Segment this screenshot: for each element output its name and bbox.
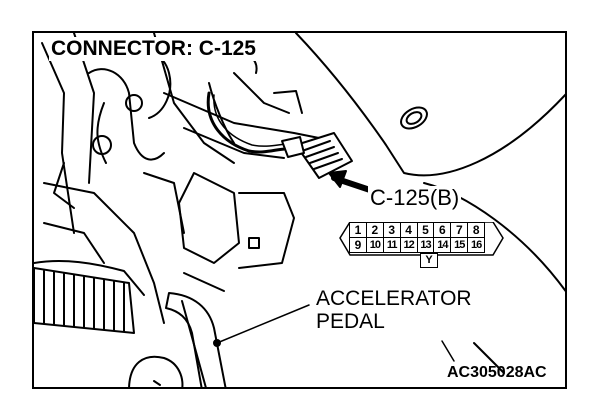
pedal-label-line2: PEDAL: [316, 310, 385, 333]
pin-4: 4: [399, 222, 418, 238]
connector-pin-diagram: 1 2 3 4 5 6 7 8 9 10 11 12 13 14 15 16 Y: [339, 222, 504, 268]
dash-lower-edge: [473, 342, 505, 374]
pin-14: 14: [433, 237, 452, 253]
pin-row-top: 1 2 3 4 5 6 7 8: [349, 222, 504, 238]
diagram-title: CONNECTOR: C-125: [49, 37, 258, 61]
wire-harness: [206, 91, 296, 154]
pin-3: 3: [382, 222, 401, 238]
vehicle-interior-illustration: [34, 33, 565, 387]
pin-11: 11: [382, 237, 401, 253]
pin-12: 12: [399, 237, 418, 253]
pin-7: 7: [450, 222, 469, 238]
pin-1: 1: [349, 222, 367, 238]
pin-16: 16: [467, 237, 486, 253]
dash-outline: [295, 33, 565, 177]
wire-color-y: Y: [420, 253, 438, 268]
pin-8: 8: [467, 222, 486, 238]
pin-10: 10: [365, 237, 384, 253]
pedal-label-line1: ACCELERATOR: [316, 287, 472, 310]
pin-13: 13: [416, 237, 435, 253]
diagram-frame: CONNECTOR: C-125 C-125(B) 1 2 3 4 5 6 7 …: [32, 31, 567, 389]
accelerator-pedal-shape: [165, 292, 227, 387]
connector-body: [281, 132, 353, 179]
pin-2: 2: [365, 222, 384, 238]
connector-label: C-125(B): [368, 185, 462, 210]
figure-id: AC305028AC: [447, 364, 547, 381]
accelerator-pedal-label: ACCELERATOR PEDAL: [316, 287, 472, 333]
pedal-leader-line: [216, 304, 310, 344]
pin-6: 6: [433, 222, 452, 238]
pin-9: 9: [349, 237, 367, 253]
ribbed-grommet: [34, 267, 135, 334]
pin-15: 15: [450, 237, 469, 253]
pin-row-bottom: 9 10 11 12 13 14 15 16: [349, 237, 504, 253]
pin-5: 5: [416, 222, 435, 238]
knob-ellipse: [400, 106, 428, 130]
